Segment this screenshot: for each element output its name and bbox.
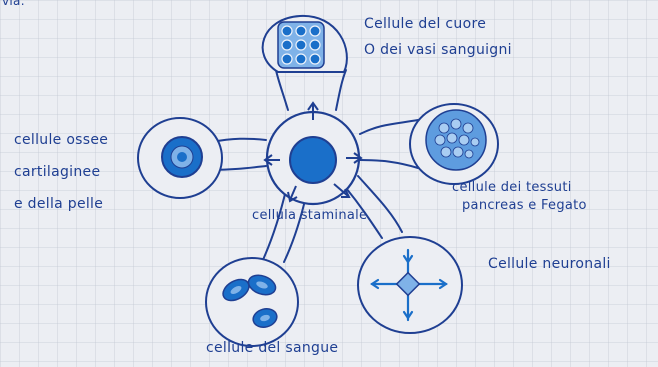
bone-label-line-1: cellule ossee	[14, 132, 109, 148]
connector-neuron-right	[357, 175, 403, 233]
connector-heart-left	[275, 69, 289, 111]
arrow-down-right-icon	[333, 183, 351, 198]
neuron-icon	[357, 236, 463, 334]
stem-cell	[263, 101, 363, 206]
heart-label-line-1: Cellule del cuore	[364, 16, 487, 32]
heart-label-line-2: O dei vasi sanguigni	[364, 42, 512, 58]
blood-label: cellule del sangue	[206, 340, 339, 356]
bone-cartilage-skin-cell-icon	[137, 117, 223, 199]
bone-label-line-3: e della pelle	[14, 196, 104, 212]
neuron-label: Cellule neuronali	[488, 256, 611, 272]
connector-neuron-left	[345, 187, 383, 239]
stem-cell-label: cellula staminale	[252, 208, 368, 223]
header-fragment: via.	[2, 0, 25, 8]
tissue-label-line-1: cellule dei tessuti	[452, 180, 572, 195]
arrow-right-icon	[346, 152, 363, 164]
stem-cell-nucleus-icon	[289, 136, 337, 184]
tissue-cells-icon	[409, 103, 499, 185]
tissue-label-line-2: pancreas e Fegato	[462, 198, 587, 213]
connector-blood-left	[261, 189, 287, 263]
blood-cells-icon	[205, 257, 299, 347]
arrow-up-icon	[307, 101, 319, 120]
connector-heart-right	[335, 69, 347, 111]
arrow-down-left-icon	[287, 185, 298, 203]
connector-tissue-top	[359, 119, 419, 135]
heart-vessel-cells-icon	[261, 14, 348, 73]
bone-label-line-2: cartilaginee	[14, 164, 101, 180]
connector-tissue-bottom	[359, 159, 419, 169]
arrow-left-icon	[263, 154, 280, 166]
